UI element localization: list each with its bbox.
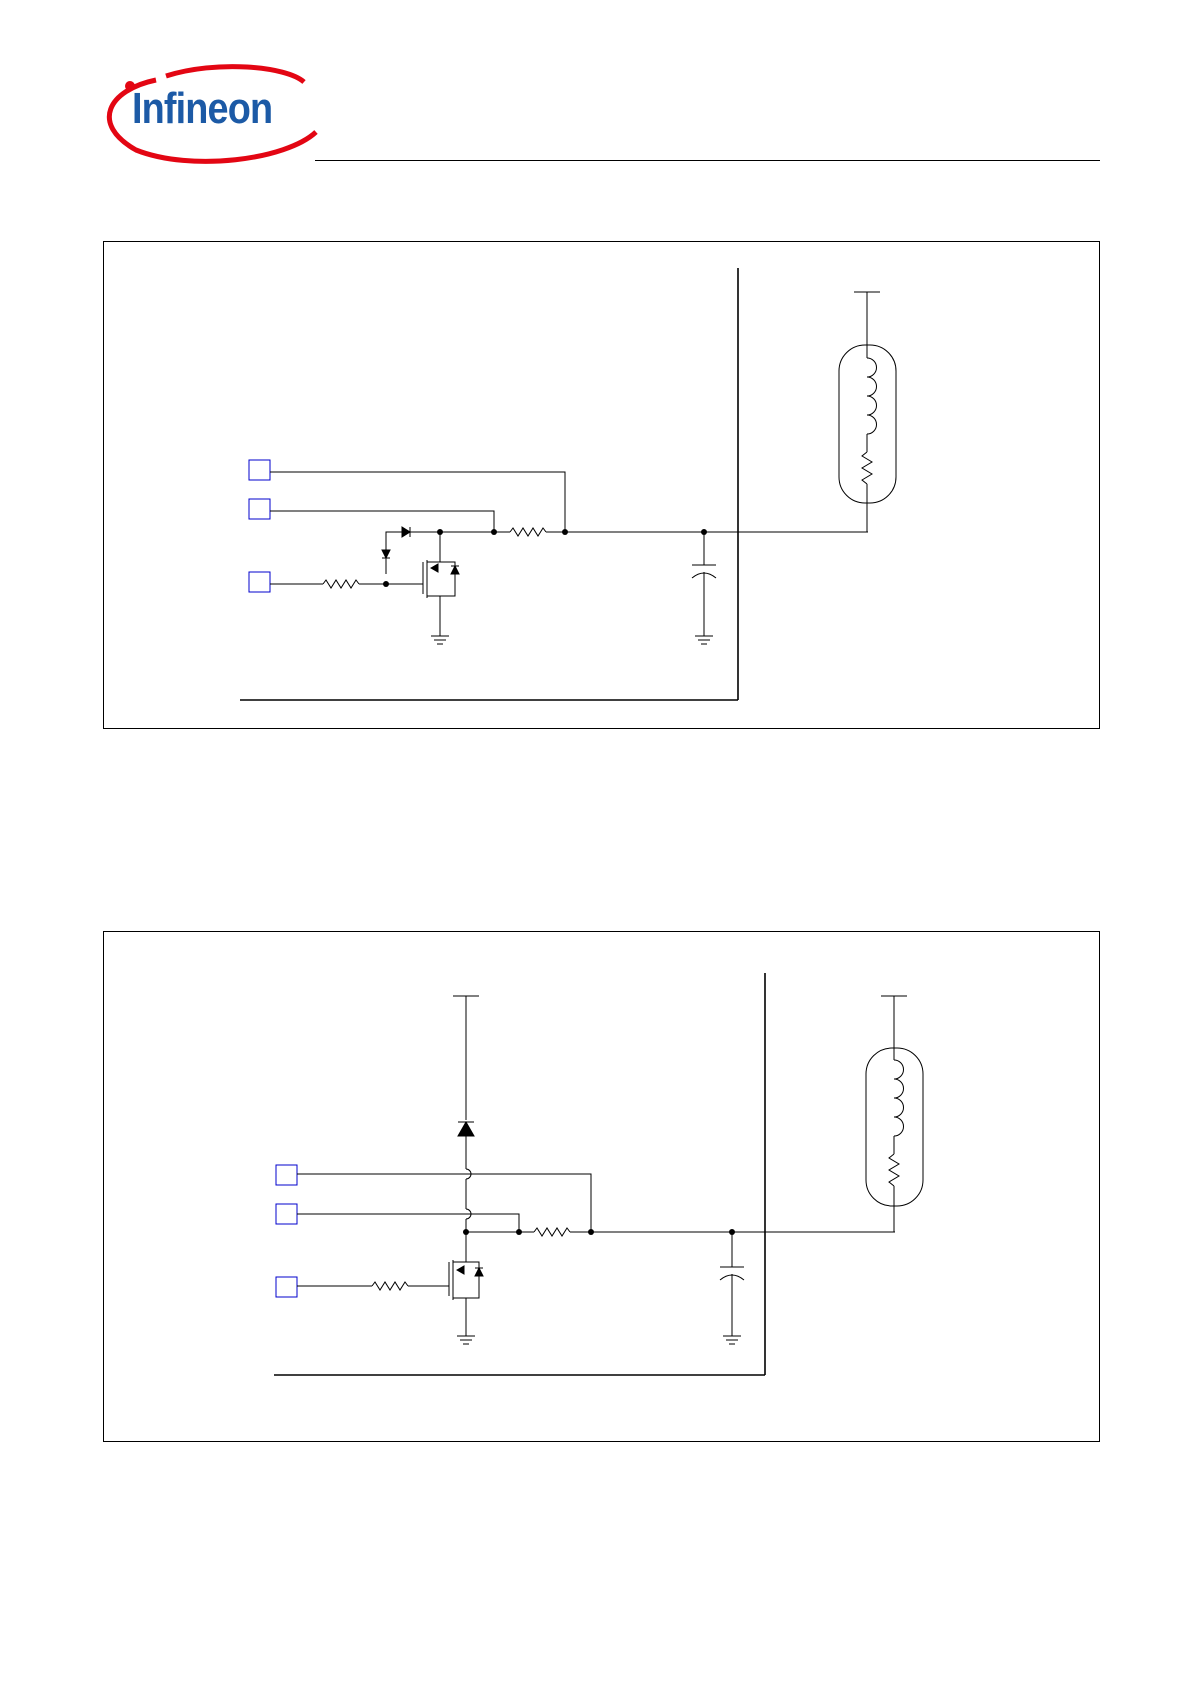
wire-zener-left bbox=[385, 531, 402, 574]
pin-1 bbox=[275, 1164, 298, 1186]
freewheel-diode bbox=[457, 1120, 475, 1137]
load-inductor bbox=[893, 1059, 904, 1137]
pin-2 bbox=[248, 498, 271, 520]
logo-wordmark: Infineon bbox=[132, 84, 273, 133]
pin-3 bbox=[248, 571, 271, 593]
load-resistor bbox=[861, 451, 873, 485]
wire-pin2 bbox=[270, 510, 495, 532]
body-diode-wire bbox=[466, 1261, 480, 1299]
body-diode bbox=[474, 1266, 484, 1277]
wire-pin1 bbox=[270, 471, 566, 532]
pin-1 bbox=[248, 459, 271, 481]
logo-swoosh bbox=[106, 64, 318, 164]
figure-frame-2 bbox=[103, 931, 1100, 1442]
gate-resistor bbox=[371, 1281, 409, 1291]
figure-frame-1 bbox=[103, 241, 1100, 729]
mosfet-source bbox=[453, 1297, 467, 1336]
wire-pin2 bbox=[297, 1213, 520, 1232]
gate-resistor bbox=[322, 579, 360, 589]
mosfet-arrow bbox=[429, 563, 439, 573]
mosfet-arrow bbox=[455, 1265, 465, 1275]
diode-vertical bbox=[381, 549, 391, 560]
infineon-logo: Infineon bbox=[96, 62, 326, 164]
pin-3 bbox=[275, 1276, 298, 1298]
body-diode-wire bbox=[440, 561, 456, 597]
pin-2 bbox=[275, 1203, 298, 1225]
load-coil-housing bbox=[865, 1047, 924, 1207]
load-resistor bbox=[888, 1153, 900, 1187]
mosfet-drain bbox=[453, 1232, 467, 1263]
series-resistor bbox=[533, 1227, 571, 1237]
zener-diode-top bbox=[401, 526, 411, 538]
header-rule bbox=[315, 160, 1100, 161]
body-diode bbox=[450, 564, 460, 575]
series-resistor bbox=[509, 527, 547, 537]
wire-pin1 bbox=[297, 1173, 592, 1232]
load-inductor bbox=[866, 357, 877, 435]
